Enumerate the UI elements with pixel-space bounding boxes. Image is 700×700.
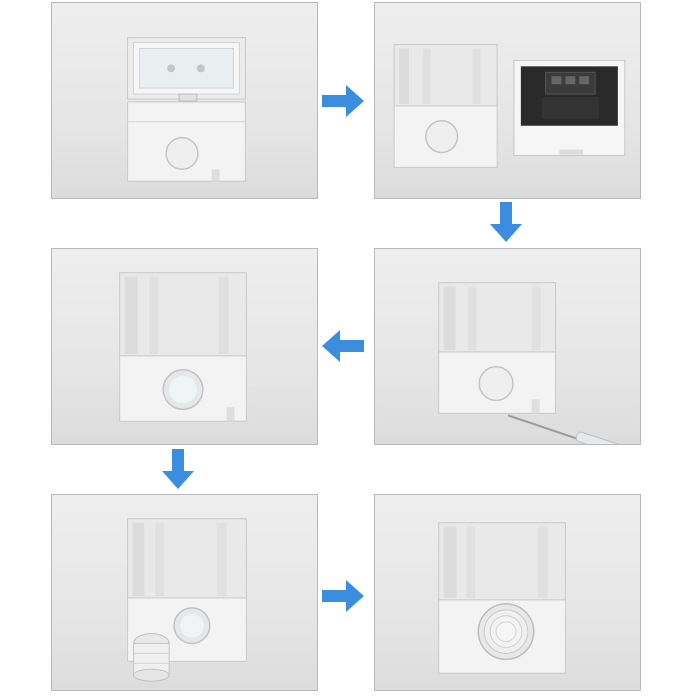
step-5-gland-beside — [51, 494, 318, 691]
step-4-knockout-removed — [51, 248, 318, 445]
step-2-separated — [374, 2, 641, 199]
separated-box-illustration — [393, 44, 626, 168]
step-3-screwdriver — [374, 248, 641, 445]
arrow-left-icon — [322, 330, 364, 362]
arrow-down-step4-to-step5 — [162, 449, 194, 489]
arrow-down-step2-to-step3 — [490, 202, 522, 242]
arrow-right-icon — [322, 580, 364, 612]
arrow-down-icon — [490, 202, 522, 242]
open-knockout-box-illustration — [119, 272, 247, 422]
assembled-box-illustration — [127, 37, 246, 182]
step-1-assembled-box — [51, 2, 318, 199]
arrow-right-icon — [322, 85, 364, 117]
step-6-gland-fitted — [374, 494, 641, 691]
box-with-screwdriver-illustration — [438, 282, 625, 444]
box-and-loose-gland-illustration — [127, 518, 247, 682]
arrow-down-icon — [162, 449, 194, 489]
box-with-fitted-gland-illustration — [438, 522, 566, 674]
arrow-left-step3-to-step4 — [322, 330, 364, 362]
arrow-right-step5-to-step6 — [322, 580, 364, 612]
arrow-right-step1-to-step2 — [322, 85, 364, 117]
